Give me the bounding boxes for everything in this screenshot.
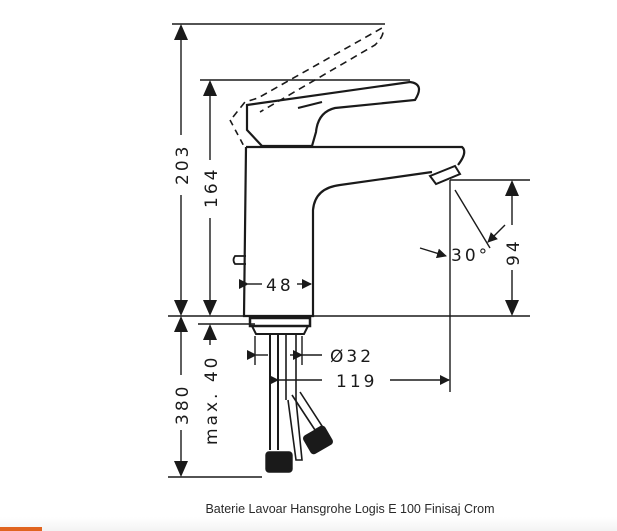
product-caption: Baterie Lavoar Hansgrohe Logis E 100 Fin… [205,502,495,516]
dim-hole-diameter: Ø32 [330,347,374,367]
dim-total-height: 203 [173,144,193,185]
dim-spout-reach: 119 [336,372,377,392]
dim-spout-angle: 30° [451,246,490,266]
accent-tab[interactable] [0,527,42,531]
technical-drawing: 203 164 48 30° 94 Ø32 119 380 max. 40 [168,23,530,478]
dim-lever-height: 164 [202,167,222,208]
caption-bar [0,500,617,531]
dim-body-width: 48 [266,276,294,296]
dim-spout-height: 94 [504,238,524,266]
dim-hose-length: 380 [173,384,193,425]
dim-max-thickness: max. 40 [202,355,222,445]
